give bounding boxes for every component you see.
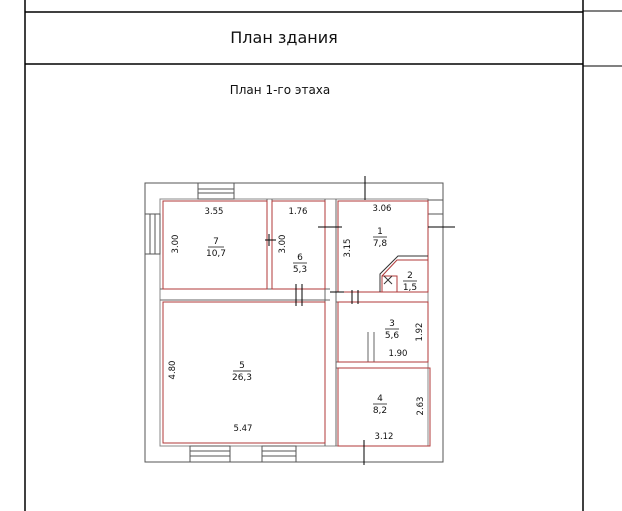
dim-room3-width: 1.90 [389, 349, 408, 359]
room-7-outline [162, 200, 268, 290]
room-7-number: 7 [213, 237, 219, 247]
dim-room6-height: 3.00 [278, 235, 288, 254]
window-top-left [197, 182, 235, 200]
room-2-outline [381, 259, 429, 293]
room-5-area: 26,3 [232, 373, 252, 383]
dim-room3-height: 1.92 [415, 323, 425, 342]
window-bottom-mid [261, 445, 297, 463]
sheet-frame [24, 0, 622, 511]
floor-title: План 1-го этаха [230, 83, 331, 97]
room-6-outline [271, 200, 326, 290]
room-6-area: 5,3 [293, 265, 307, 275]
dim-room4-height: 2.63 [416, 397, 426, 416]
dim-room6-width: 1.76 [289, 207, 308, 217]
room-1-outline [337, 200, 429, 293]
room-3-number: 3 [389, 319, 395, 329]
windows [144, 182, 444, 463]
window-bottom-left [189, 445, 231, 463]
room-7-area: 10,7 [206, 249, 226, 259]
dim-room7-width: 3.55 [205, 207, 224, 217]
room-4-number: 4 [377, 394, 383, 404]
window-left [144, 213, 161, 255]
room-6-number: 6 [297, 253, 303, 263]
room-1-area: 7,8 [373, 239, 388, 249]
room-4-outline [337, 367, 431, 447]
outer-walls [144, 182, 444, 463]
room-3-outline [337, 301, 429, 363]
room-5-number: 5 [239, 361, 245, 371]
stair-symbol [379, 255, 428, 292]
window-right-top [427, 199, 444, 215]
dim-room4-width: 3.12 [375, 432, 394, 442]
dim-room1-height: 3.15 [343, 239, 353, 258]
room-outlines [162, 200, 431, 447]
dim-room7-height: 3.00 [171, 235, 181, 254]
dim-room5-width: 5.47 [234, 424, 253, 434]
room-labels: 7 10,7 6 5,3 1 7,8 2 1,5 3 5,6 4 8,2 5 2… [206, 227, 417, 416]
room-3-area: 5,6 [385, 331, 400, 341]
sheet-title: План здания [230, 28, 337, 47]
dim-room1-width: 3.06 [373, 204, 392, 214]
room-1-number: 1 [377, 227, 383, 237]
dimension-labels: 3.55 3.00 1.76 3.00 3.06 3.15 1.92 1.90 … [168, 204, 426, 442]
openings [265, 176, 455, 465]
room-4-area: 8,2 [373, 406, 387, 416]
room-2-number: 2 [407, 271, 413, 281]
dim-room5-height: 4.80 [168, 361, 178, 380]
room-2-area: 1,5 [403, 283, 417, 293]
room-5-outline [162, 301, 326, 444]
interior-walls [160, 199, 428, 446]
